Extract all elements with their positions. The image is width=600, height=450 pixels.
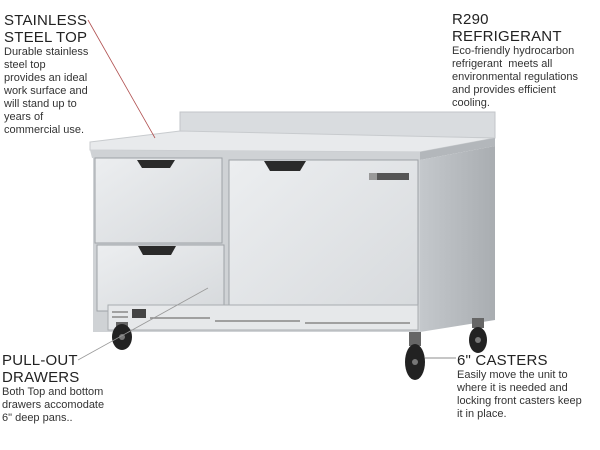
callout-title: R290 REFRIGERANT [452,11,562,45]
brand-badge [369,173,409,180]
door-handle [264,161,306,171]
desc-line: and provides efficient [452,84,556,96]
leader-line-top [87,19,156,139]
callout-casters: 6" CASTERS Easily move the unit to where… [457,352,582,421]
title-line: STEEL TOP [4,29,88,46]
callout-desc: Easily move the unit to where it is need… [457,369,582,421]
caster-rear-right [469,318,487,353]
callout-desc: Durable stainless steel top provides an … [4,46,88,137]
desc-line: Durable stainless [4,46,89,58]
leader-line-drawers [77,287,209,361]
caster-front-right [405,332,425,380]
title-line: STAINLESS [4,12,88,29]
top-drawer-handle [137,160,175,168]
desc-line: will stand up to [4,98,77,110]
desc-line: Both Top and bottom [2,386,104,398]
desc-line: environmental regulations [452,71,578,83]
door [228,159,419,331]
desc-line: where it is needed and [457,382,568,394]
desc-line: Eco-friendly hydrocarbon [452,45,575,57]
callout-desc: Eco-friendly hydrocarbon refrigerant mee… [452,45,600,110]
desc-line: drawers accomodate [2,399,105,411]
desc-line: locking front casters keep [457,395,582,407]
desc-line: refrigerant meets all [452,58,553,70]
bottom-drawer-handle [138,246,176,255]
desc-line: cooling. [452,97,490,109]
desc-line: years of [4,111,44,123]
callout-desc: Both Top and bottom drawers accomodate 6… [2,386,104,425]
desc-line: provides an ideal [4,72,88,84]
top-drawer [94,157,223,244]
title-line: DRAWERS [2,369,80,386]
desc-line: Easily move the unit to [457,369,568,381]
desc-line: it in place. [457,408,507,420]
desc-line: commercial use. [4,124,85,136]
desc-line: steel top [4,59,46,71]
desc-line: work surface and [4,85,88,97]
callout-refrigerant: R290 REFRIGERANT Eco-friendly hydrocarbo… [452,11,600,110]
callout-title: 6" CASTERS [457,352,548,369]
desc-line: 6" deep pans.. [2,412,73,424]
caster-front-left [112,322,132,350]
side-panel [420,146,495,332]
title-line: PULL-OUT [2,352,78,369]
